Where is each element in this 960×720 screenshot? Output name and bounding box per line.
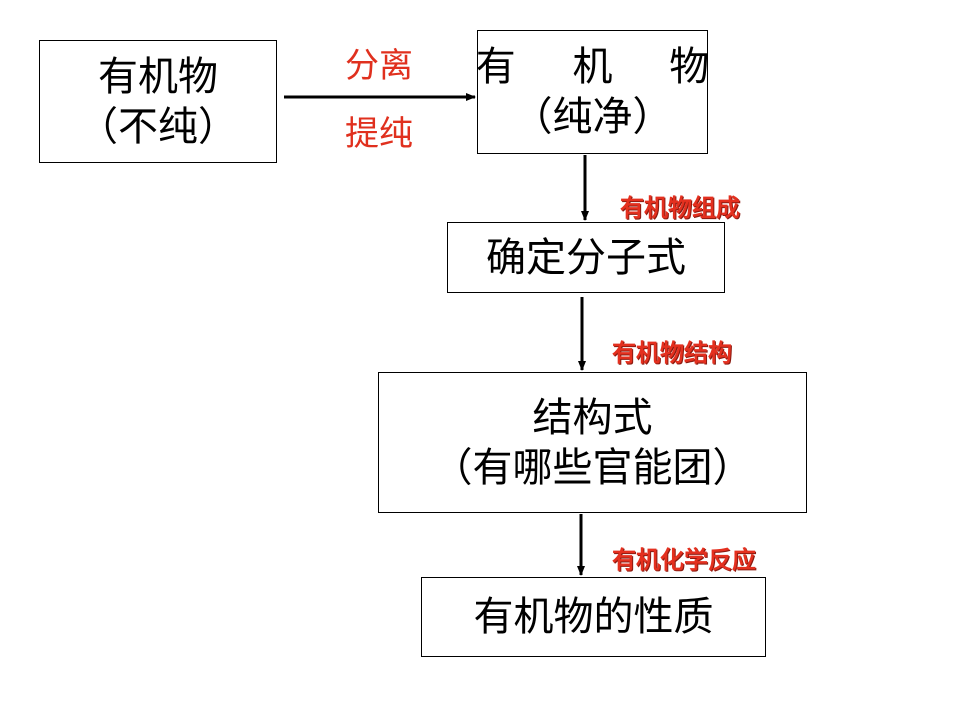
node-formula-line1: 确定分子式 bbox=[486, 234, 686, 281]
edge-label-composition: 有机物组成 bbox=[620, 194, 740, 222]
node-structure-line2: （有哪些官能团） bbox=[432, 444, 753, 491]
edge-label-separate: 分离 bbox=[345, 46, 413, 86]
node-pure-organic: 有 机 物 （纯净） bbox=[476, 30, 709, 154]
edge-label-purify: 提纯 bbox=[345, 114, 413, 154]
node-impure-organic: 有机物 （不纯） bbox=[39, 40, 277, 163]
node-pure-line1: 有 机 物 bbox=[475, 44, 732, 90]
node-molecular-formula: 确定分子式 bbox=[447, 222, 725, 293]
edge-label-structure: 有机物结构 bbox=[612, 339, 732, 367]
node-structural-formula: 结构式 （有哪些官能团） bbox=[378, 372, 807, 513]
node-structure-line1: 结构式 bbox=[532, 394, 653, 441]
node-impure-line2: （不纯） bbox=[78, 103, 238, 150]
node-impure-line1: 有机物 bbox=[98, 53, 218, 100]
edge-label-reaction: 有机化学反应 bbox=[612, 546, 756, 574]
node-pure-line2: （纯净） bbox=[512, 94, 673, 140]
node-properties-line1: 有机物的性质 bbox=[473, 594, 714, 640]
node-properties: 有机物的性质 bbox=[421, 577, 766, 657]
